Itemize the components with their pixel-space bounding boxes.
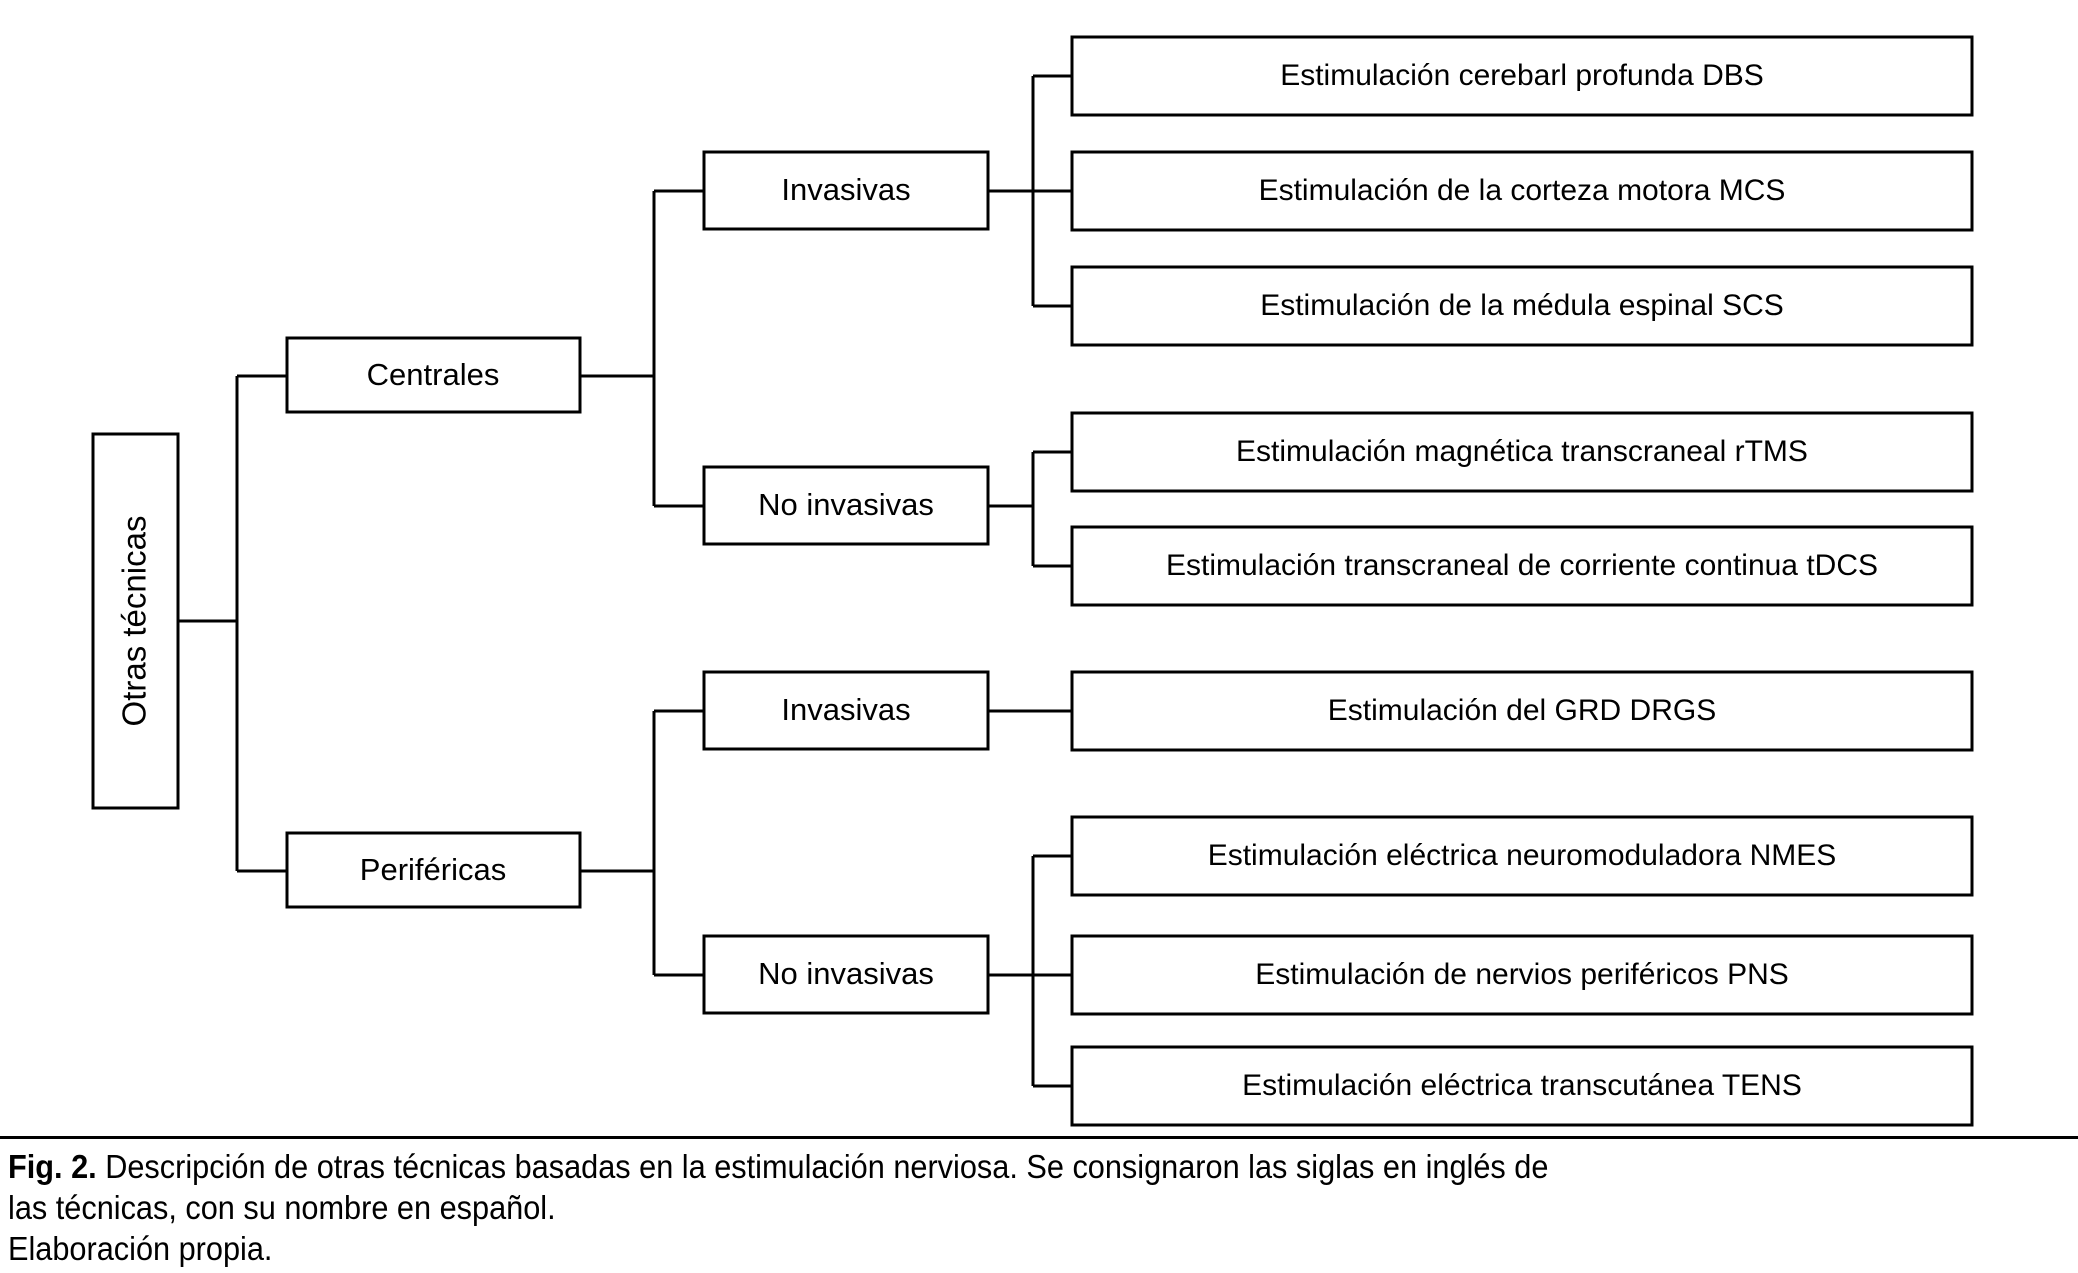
leaf-tens-box bbox=[1070, 1045, 1974, 1127]
node-root-label: Otras técnicas bbox=[116, 516, 153, 727]
leaf-node-nmes[interactable]: Estimulación eléctrica neuromoduladora N… bbox=[1070, 815, 1974, 897]
caption-divider bbox=[0, 1136, 2078, 1139]
node-centrales-no-invasivas-label: No invasivas bbox=[758, 487, 934, 522]
leaf-tdcs-label: Estimulación transcraneal de corriente c… bbox=[1166, 549, 1878, 582]
node-perifericas-no-invasivas-box bbox=[702, 934, 990, 1015]
leaf-node-dbs[interactable]: Estimulación cerebarl profunda DBS bbox=[1070, 35, 1974, 117]
leaf-node-drgs[interactable]: Estimulación del GRD DRGS bbox=[1070, 670, 1974, 752]
tree-diagram: Otras técnicas Centrales Periféricas Inv… bbox=[91, 35, 1974, 1127]
node-perifericas[interactable]: Periféricas bbox=[285, 831, 582, 909]
figure-caption: Fig. 2. Descripción de otras técnicas ba… bbox=[8, 1146, 1926, 1269]
node-perifericas-box bbox=[285, 831, 582, 909]
caption-line-2: las técnicas, con su nombre en español. bbox=[8, 1189, 556, 1226]
leaf-pns-label: Estimulación de nervios periféricos PNS bbox=[1255, 958, 1789, 991]
leaf-tens-label: Estimulación eléctrica transcutánea TENS bbox=[1242, 1069, 1802, 1102]
leaf-drgs-label: Estimulación del GRD DRGS bbox=[1328, 694, 1716, 727]
node-perifericas-label: Periféricas bbox=[360, 852, 506, 887]
node-perifericas-invasivas-box bbox=[702, 670, 990, 751]
leaf-rtms-label: Estimulación magnética transcraneal rTMS bbox=[1236, 435, 1808, 468]
node-centrales[interactable]: Centrales bbox=[285, 336, 582, 414]
node-centrales-label: Centrales bbox=[367, 357, 500, 392]
node-centrales-no-invasivas-box bbox=[702, 465, 990, 546]
caption-figure-number: Fig. 2. bbox=[8, 1148, 97, 1185]
leaf-mcs-box bbox=[1070, 150, 1974, 232]
leaf-nmes-box bbox=[1070, 815, 1974, 897]
leaf-pns-box bbox=[1070, 934, 1974, 1016]
caption-line-1: Fig. 2. Descripción de otras técnicas ba… bbox=[8, 1146, 1926, 1187]
node-centrales-invasivas[interactable]: Invasivas bbox=[702, 150, 990, 231]
leaf-nmes-label: Estimulación eléctrica neuromoduladora N… bbox=[1208, 839, 1837, 872]
leaf-rtms-box bbox=[1070, 411, 1974, 493]
leaf-tdcs-box bbox=[1070, 525, 1974, 607]
connector-group bbox=[178, 74, 1072, 1088]
node-root[interactable]: Otras técnicas bbox=[91, 432, 180, 810]
leaf-node-tdcs[interactable]: Estimulación transcraneal de corriente c… bbox=[1070, 525, 1974, 607]
caption-line-1-text: Descripción de otras técnicas basadas en… bbox=[96, 1148, 1549, 1185]
node-perifericas-invasivas-label: Invasivas bbox=[781, 692, 910, 727]
node-centrales-no-invasivas[interactable]: No invasivas bbox=[702, 465, 990, 546]
node-perifericas-no-invasivas-label: No invasivas bbox=[758, 956, 934, 991]
leaf-node-pns[interactable]: Estimulación de nervios periféricos PNS bbox=[1070, 934, 1974, 1016]
leaf-mcs-label: Estimulación de la corteza motora MCS bbox=[1259, 174, 1786, 207]
leaf-scs-box bbox=[1070, 265, 1974, 347]
leaf-dbs-box bbox=[1070, 35, 1974, 117]
leaf-drgs-box bbox=[1070, 670, 1974, 752]
leaf-dbs-label: Estimulación cerebarl profunda DBS bbox=[1280, 59, 1764, 92]
node-root-box bbox=[91, 432, 180, 810]
caption-line-3: Elaboración propia. bbox=[8, 1230, 273, 1267]
leaf-node-rtms[interactable]: Estimulación magnética transcraneal rTMS bbox=[1070, 411, 1974, 493]
node-centrales-invasivas-box bbox=[702, 150, 990, 231]
node-perifericas-invasivas[interactable]: Invasivas bbox=[702, 670, 990, 751]
leaf-node-mcs[interactable]: Estimulación de la corteza motora MCS bbox=[1070, 150, 1974, 232]
leaf-node-scs[interactable]: Estimulación de la médula espinal SCS bbox=[1070, 265, 1974, 347]
leaf-scs-label: Estimulación de la médula espinal SCS bbox=[1260, 289, 1784, 322]
node-centrales-invasivas-label: Invasivas bbox=[781, 172, 910, 207]
node-centrales-box bbox=[285, 336, 582, 414]
node-perifericas-no-invasivas[interactable]: No invasivas bbox=[702, 934, 990, 1015]
leaf-node-tens[interactable]: Estimulación eléctrica transcutánea TENS bbox=[1070, 1045, 1974, 1127]
